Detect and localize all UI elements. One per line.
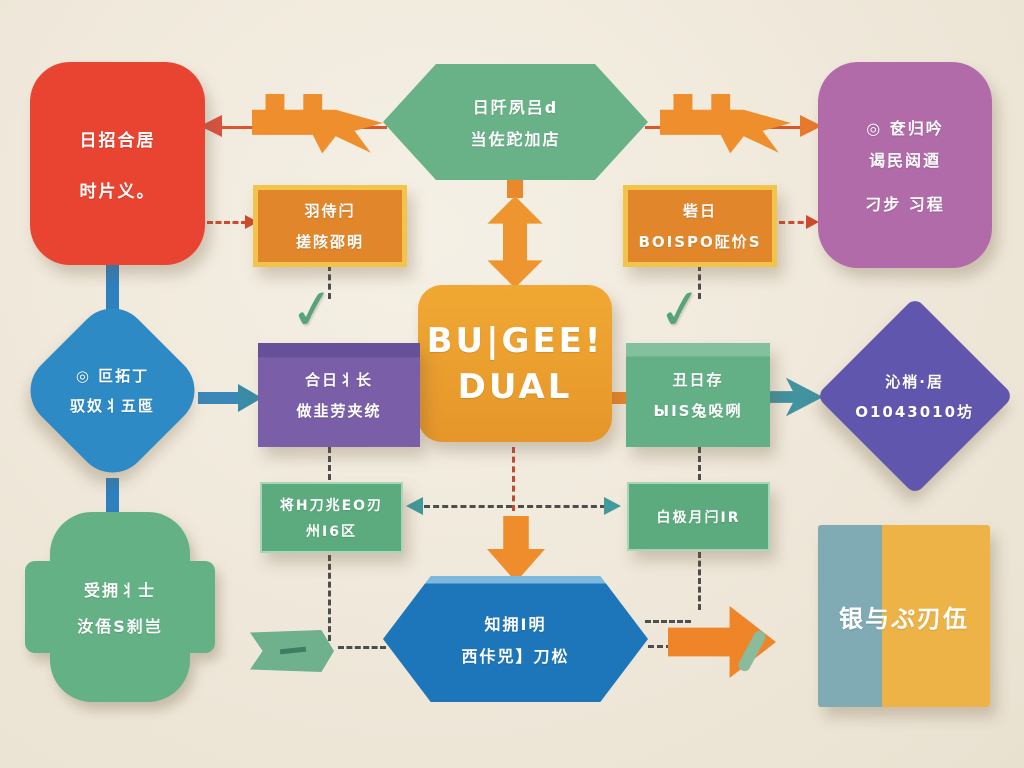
node-hexagon-top: 日阡夙吕d 当佐跎加店 xyxy=(383,64,648,180)
double-arrow-icon xyxy=(487,196,543,288)
red-box-text: 时片义。 xyxy=(79,181,156,202)
dashed-line xyxy=(328,265,331,299)
hexagon-top-text: 日阡夙吕d xyxy=(472,98,559,117)
node-two-tone-card: 银与ぷ刃伍 xyxy=(818,525,990,707)
red-box-text: 日招合居 xyxy=(79,130,156,151)
node-orange-box-left: 羽侍闩 搓陔邵明 xyxy=(253,185,407,267)
node-blue-diamond: ◎ 叵拓丁 驭奴丬五匜 xyxy=(15,293,210,488)
orange-box-left-text: 羽侍闩 xyxy=(304,202,356,220)
connector-diamond-to-purplerect xyxy=(198,392,240,404)
dashed-line xyxy=(424,505,512,508)
orange-box-right-text: 砦日 xyxy=(682,202,717,220)
connector-redbox-to-orangebox xyxy=(207,221,247,224)
purple-rect-text: 做韭劳夹统 xyxy=(296,402,382,420)
node-green-plaque: 受拥丬士 汝俉S刹岂 xyxy=(25,512,215,702)
green-plaque-text: 受拥丬士 xyxy=(83,581,156,600)
blue-diamond-text: 驭奴丬五匜 xyxy=(69,397,155,415)
small-right-arrowhead-icon xyxy=(806,215,819,229)
node-green-box-right: 白极月闩IR xyxy=(627,482,770,551)
dashed-line xyxy=(698,265,701,299)
teal-left-arrowhead-icon xyxy=(406,497,423,515)
dashed-line xyxy=(518,505,606,508)
blue-diamond-text: ◎ 叵拓丁 xyxy=(75,367,150,385)
node-orange-box-right: 砦日 BOISPO阷忦S xyxy=(623,185,777,267)
purple-diamond-text: 沁梢·居 xyxy=(885,372,945,391)
purple-rect-text: 合日丬长 xyxy=(304,371,373,389)
connector-hexagon-stub xyxy=(507,174,523,198)
connector-redbox-to-diamond xyxy=(106,262,119,310)
node-purple-box: ◎ 奁归吟 谒民闼逎 刁步 习程 xyxy=(818,62,992,268)
node-red-box: 日招合居 时片义。 xyxy=(30,62,205,265)
green-box-right-text: 白极月闩IR xyxy=(656,509,741,526)
blue-hexagon-text: 西佧兕】刀松 xyxy=(461,647,570,666)
node-blue-hexagon: 知拥I明 西佧兕】刀松 xyxy=(383,576,648,702)
node-purple-rect: 合日丬长 做韭劳夹统 xyxy=(258,343,420,447)
right-arrowhead-icon xyxy=(800,115,822,137)
two-tone-card-text: 银与ぷ刃伍 xyxy=(839,604,969,633)
green-plaque-text: 汝俉S刹岂 xyxy=(77,617,163,636)
purple-box-text: 谒民闼逎 xyxy=(868,151,941,170)
green-rect-text: 丑日存 xyxy=(672,371,724,389)
checkmark-icon: ✓ xyxy=(285,275,340,344)
center-box-title: DUAL xyxy=(457,366,573,407)
card-blue-panel xyxy=(818,525,882,707)
orange-box-right-text: BOISPO阷忦S xyxy=(638,233,762,251)
purple-box-text: ◎ 奁归吟 xyxy=(866,119,944,138)
green-box-left-text: 州I6区 xyxy=(306,523,357,540)
purple-diamond-text: O1043010坊 xyxy=(855,402,975,421)
dashed-line xyxy=(645,620,691,623)
ribbon-arrow-right xyxy=(660,93,791,154)
node-green-box-left: 将H刀兆EO刃 州I6区 xyxy=(260,482,403,553)
green-box-left-text: 将H刀兆EO刃 xyxy=(279,497,384,514)
node-green-rect: 丑日存 ЫIS兔吺咧 xyxy=(626,343,770,447)
connector-diamond-to-plaque xyxy=(106,478,119,520)
orange-box-left-text: 搓陔邵明 xyxy=(295,233,364,251)
ribbon-arrow-left xyxy=(252,93,383,154)
hexagon-top-text: 当佐跎加店 xyxy=(470,130,561,149)
node-purple-diamond: 沁梢·居 O1043010坊 xyxy=(816,297,1014,495)
ribbon-marker xyxy=(250,630,334,672)
connector-center-to-greenrect xyxy=(606,392,632,404)
checkmark-icon: ✓ xyxy=(653,275,708,344)
left-arrowhead-icon xyxy=(200,115,222,137)
dashed-line xyxy=(698,447,701,480)
down-arrow-icon xyxy=(487,516,545,582)
node-center-box: BU|GEE! DUAL xyxy=(418,285,612,442)
dashed-line xyxy=(328,555,331,641)
connector-orangebox-to-purplebox xyxy=(779,221,813,224)
burst-arrow-icon xyxy=(765,377,823,417)
dashed-line xyxy=(338,646,386,649)
dashed-line xyxy=(328,447,331,480)
purple-box-text: 刁步 习程 xyxy=(865,195,945,214)
blue-hexagon-text: 知拥I明 xyxy=(484,615,547,634)
center-box-title: BU|GEE! xyxy=(426,320,604,361)
dashed-line-red xyxy=(512,447,515,511)
plaque-shape xyxy=(49,512,191,702)
dashed-line xyxy=(698,552,701,610)
green-rect-text: ЫIS兔吺咧 xyxy=(653,402,743,420)
teal-right-arrowhead-icon xyxy=(604,497,621,515)
